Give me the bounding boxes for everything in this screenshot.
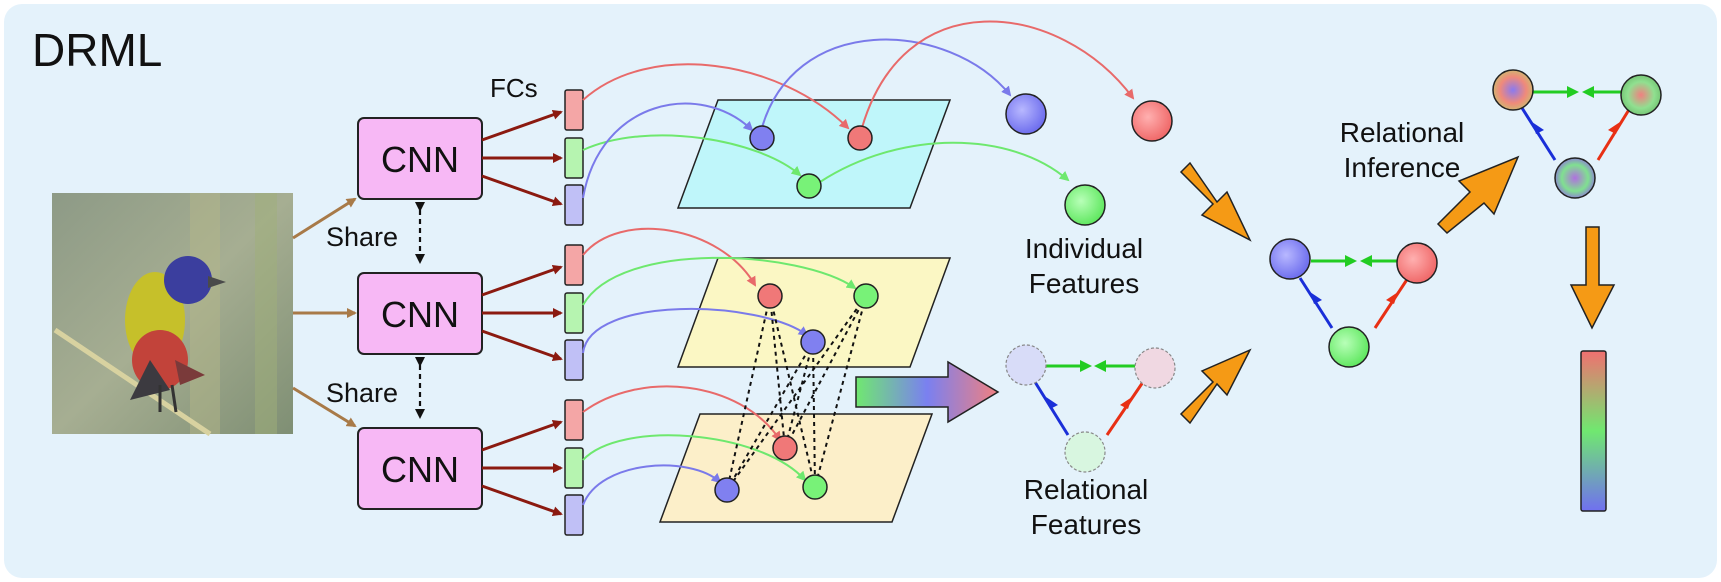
node-blue-middle	[800, 329, 826, 355]
fcs-label: FCs	[490, 73, 538, 103]
cnn-box-3: CNN	[357, 427, 483, 510]
relational-dotted-links	[726, 295, 867, 491]
fc-to-plane-curves-top	[582, 20, 1135, 199]
fc-green-2	[564, 292, 584, 334]
fc-blue-3	[564, 494, 584, 536]
orange-arrow-up-right-1	[1179, 348, 1252, 425]
node-green-bottom	[802, 474, 828, 500]
plane-relational-2	[658, 413, 934, 523]
image-to-cnn-arrows	[292, 197, 357, 428]
fc-red-2	[564, 244, 584, 286]
node-blue-top	[749, 125, 775, 151]
relational-feature-graph	[1005, 344, 1176, 473]
cnn-to-fc-arrows	[481, 109, 563, 517]
orange-arrows	[1179, 155, 1616, 425]
individual-features-label-line2: Features	[1029, 268, 1140, 299]
cnn-box-1: CNN	[357, 117, 483, 200]
orange-arrow-down	[1569, 226, 1616, 330]
output-feature-bar	[1580, 350, 1607, 512]
fc-green-1	[564, 137, 584, 179]
orange-arrow-down-right	[1179, 161, 1252, 242]
individual-feature-nodes	[1005, 93, 1173, 226]
node-red-middle	[757, 283, 783, 309]
individual-features-label-line1: Individual	[1025, 233, 1143, 264]
diagram-title: DRML	[32, 24, 162, 76]
plane-nodes	[714, 125, 879, 503]
node-red-bottom	[772, 435, 798, 461]
plane-relational-1	[676, 257, 952, 368]
bird-photo-icon	[52, 193, 293, 437]
fc-green-3	[564, 447, 584, 489]
node-red-top	[847, 125, 873, 151]
node-green-middle	[853, 283, 879, 309]
cnn-label-2: CNN	[381, 294, 459, 335]
share-label-2: Share	[326, 378, 398, 408]
relational-features-label-line1: Relational	[1024, 474, 1149, 505]
relational-inference-label-line2: Inference	[1344, 152, 1461, 183]
inferred-graph	[1269, 238, 1438, 368]
cnn-box-2: CNN	[357, 272, 483, 355]
share-label-1: Share	[326, 222, 398, 252]
cnn-label-3: CNN	[381, 449, 459, 490]
fc-blocks	[564, 89, 584, 536]
node-blue-bottom	[714, 477, 740, 503]
fc-blue-1	[564, 184, 584, 226]
fc-red-1	[564, 89, 584, 131]
orange-arrow-up-right-2	[1436, 155, 1520, 235]
fc-to-plane-curves-bottom	[582, 385, 807, 506]
relational-features-label-line2: Features	[1031, 509, 1142, 540]
fc-to-plane-curves-middle	[582, 227, 857, 354]
output-mixed-graph	[1492, 69, 1662, 199]
relational-gradient-arrow	[855, 360, 1000, 424]
cnn-label-1: CNN	[381, 139, 459, 180]
fc-blue-2	[564, 339, 584, 381]
node-green-top	[796, 173, 822, 199]
fc-red-3	[564, 399, 584, 441]
relational-inference-label-line1: Relational	[1340, 117, 1465, 148]
